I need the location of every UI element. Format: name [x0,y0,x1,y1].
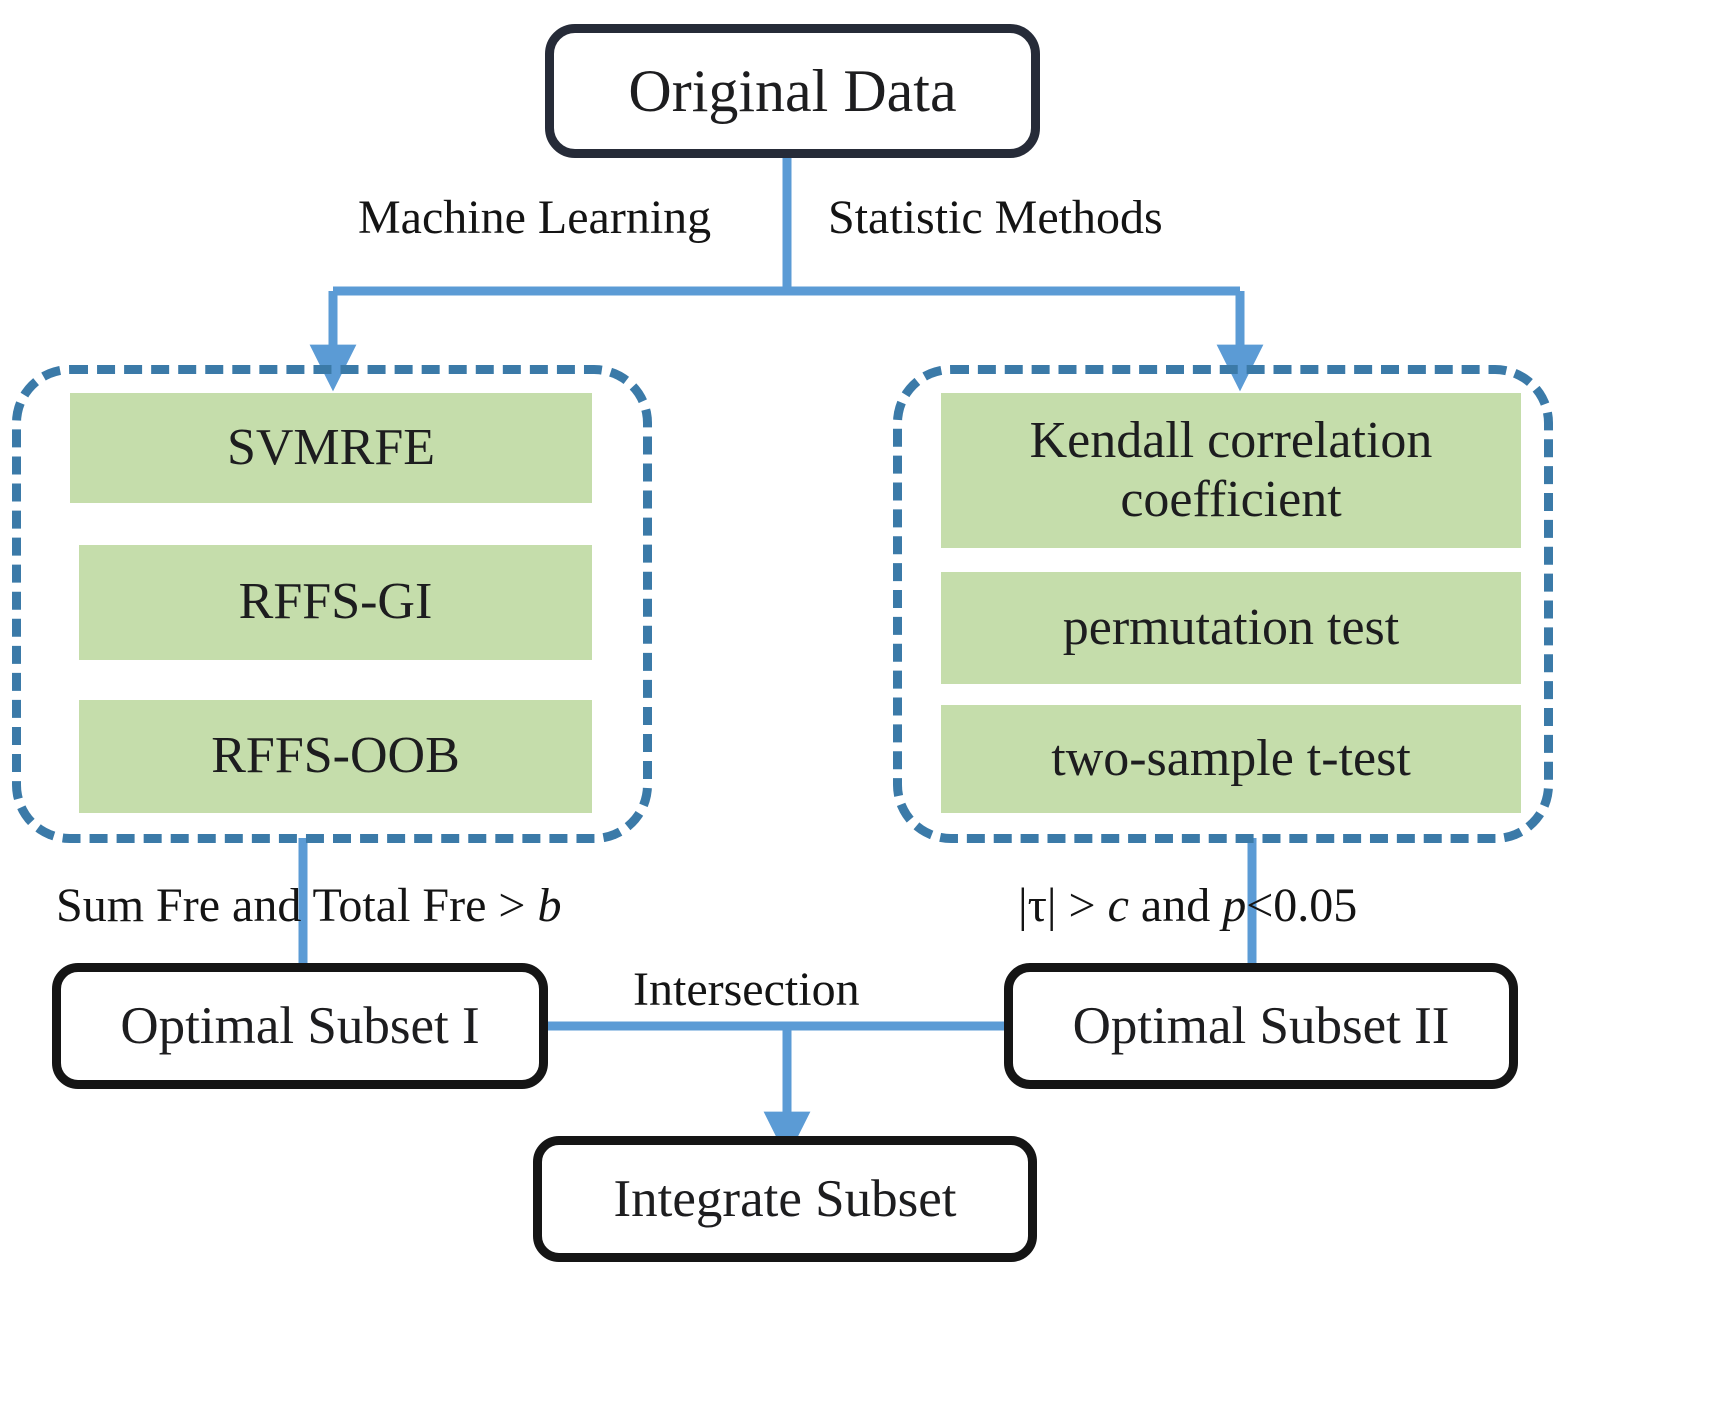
chip-two-sample-t-test[interactable]: two-sample t-test [941,705,1521,813]
variable-b: b [537,879,562,932]
edge-label-right-condition: |τ| > c and p<0.05 [1018,878,1357,933]
tau-threshold-prefix: |τ| > [1018,879,1108,932]
node-integrate-subset[interactable]: Integrate Subset [533,1136,1037,1262]
group-statistic-methods [893,365,1553,843]
variable-p: p [1222,879,1247,932]
node-optimal-subset-2[interactable]: Optimal Subset II [1004,963,1518,1089]
conjunction-and: and [1128,879,1223,932]
p-threshold-value: <0.05 [1246,879,1358,932]
variable-c: c [1107,879,1129,932]
group-machine-learning-methods [12,365,652,843]
edge-label-intersection: Intersection [633,963,860,1016]
chip-rffs-gi[interactable]: RFFS-GI [79,545,592,660]
chip-kendall-correlation-coefficient[interactable]: Kendall correlation coefficient [941,393,1521,548]
edge-label-left-condition: Sum Fre and Total Fre > b [56,879,562,932]
node-original-data-label: Original Data [628,57,957,124]
node-optimal-subset-1[interactable]: Optimal Subset I [52,963,548,1089]
chip-rffs-oob[interactable]: RFFS-OOB [79,700,592,813]
node-original-data[interactable]: Original Data [545,24,1040,158]
chip-svmrfe[interactable]: SVMRFE [70,393,592,503]
edge-label-statistic-methods: Statistic Methods [828,191,1163,244]
chip-permutation-test[interactable]: permutation test [941,572,1521,684]
edge-label-machine-learning: Machine Learning [358,191,712,244]
